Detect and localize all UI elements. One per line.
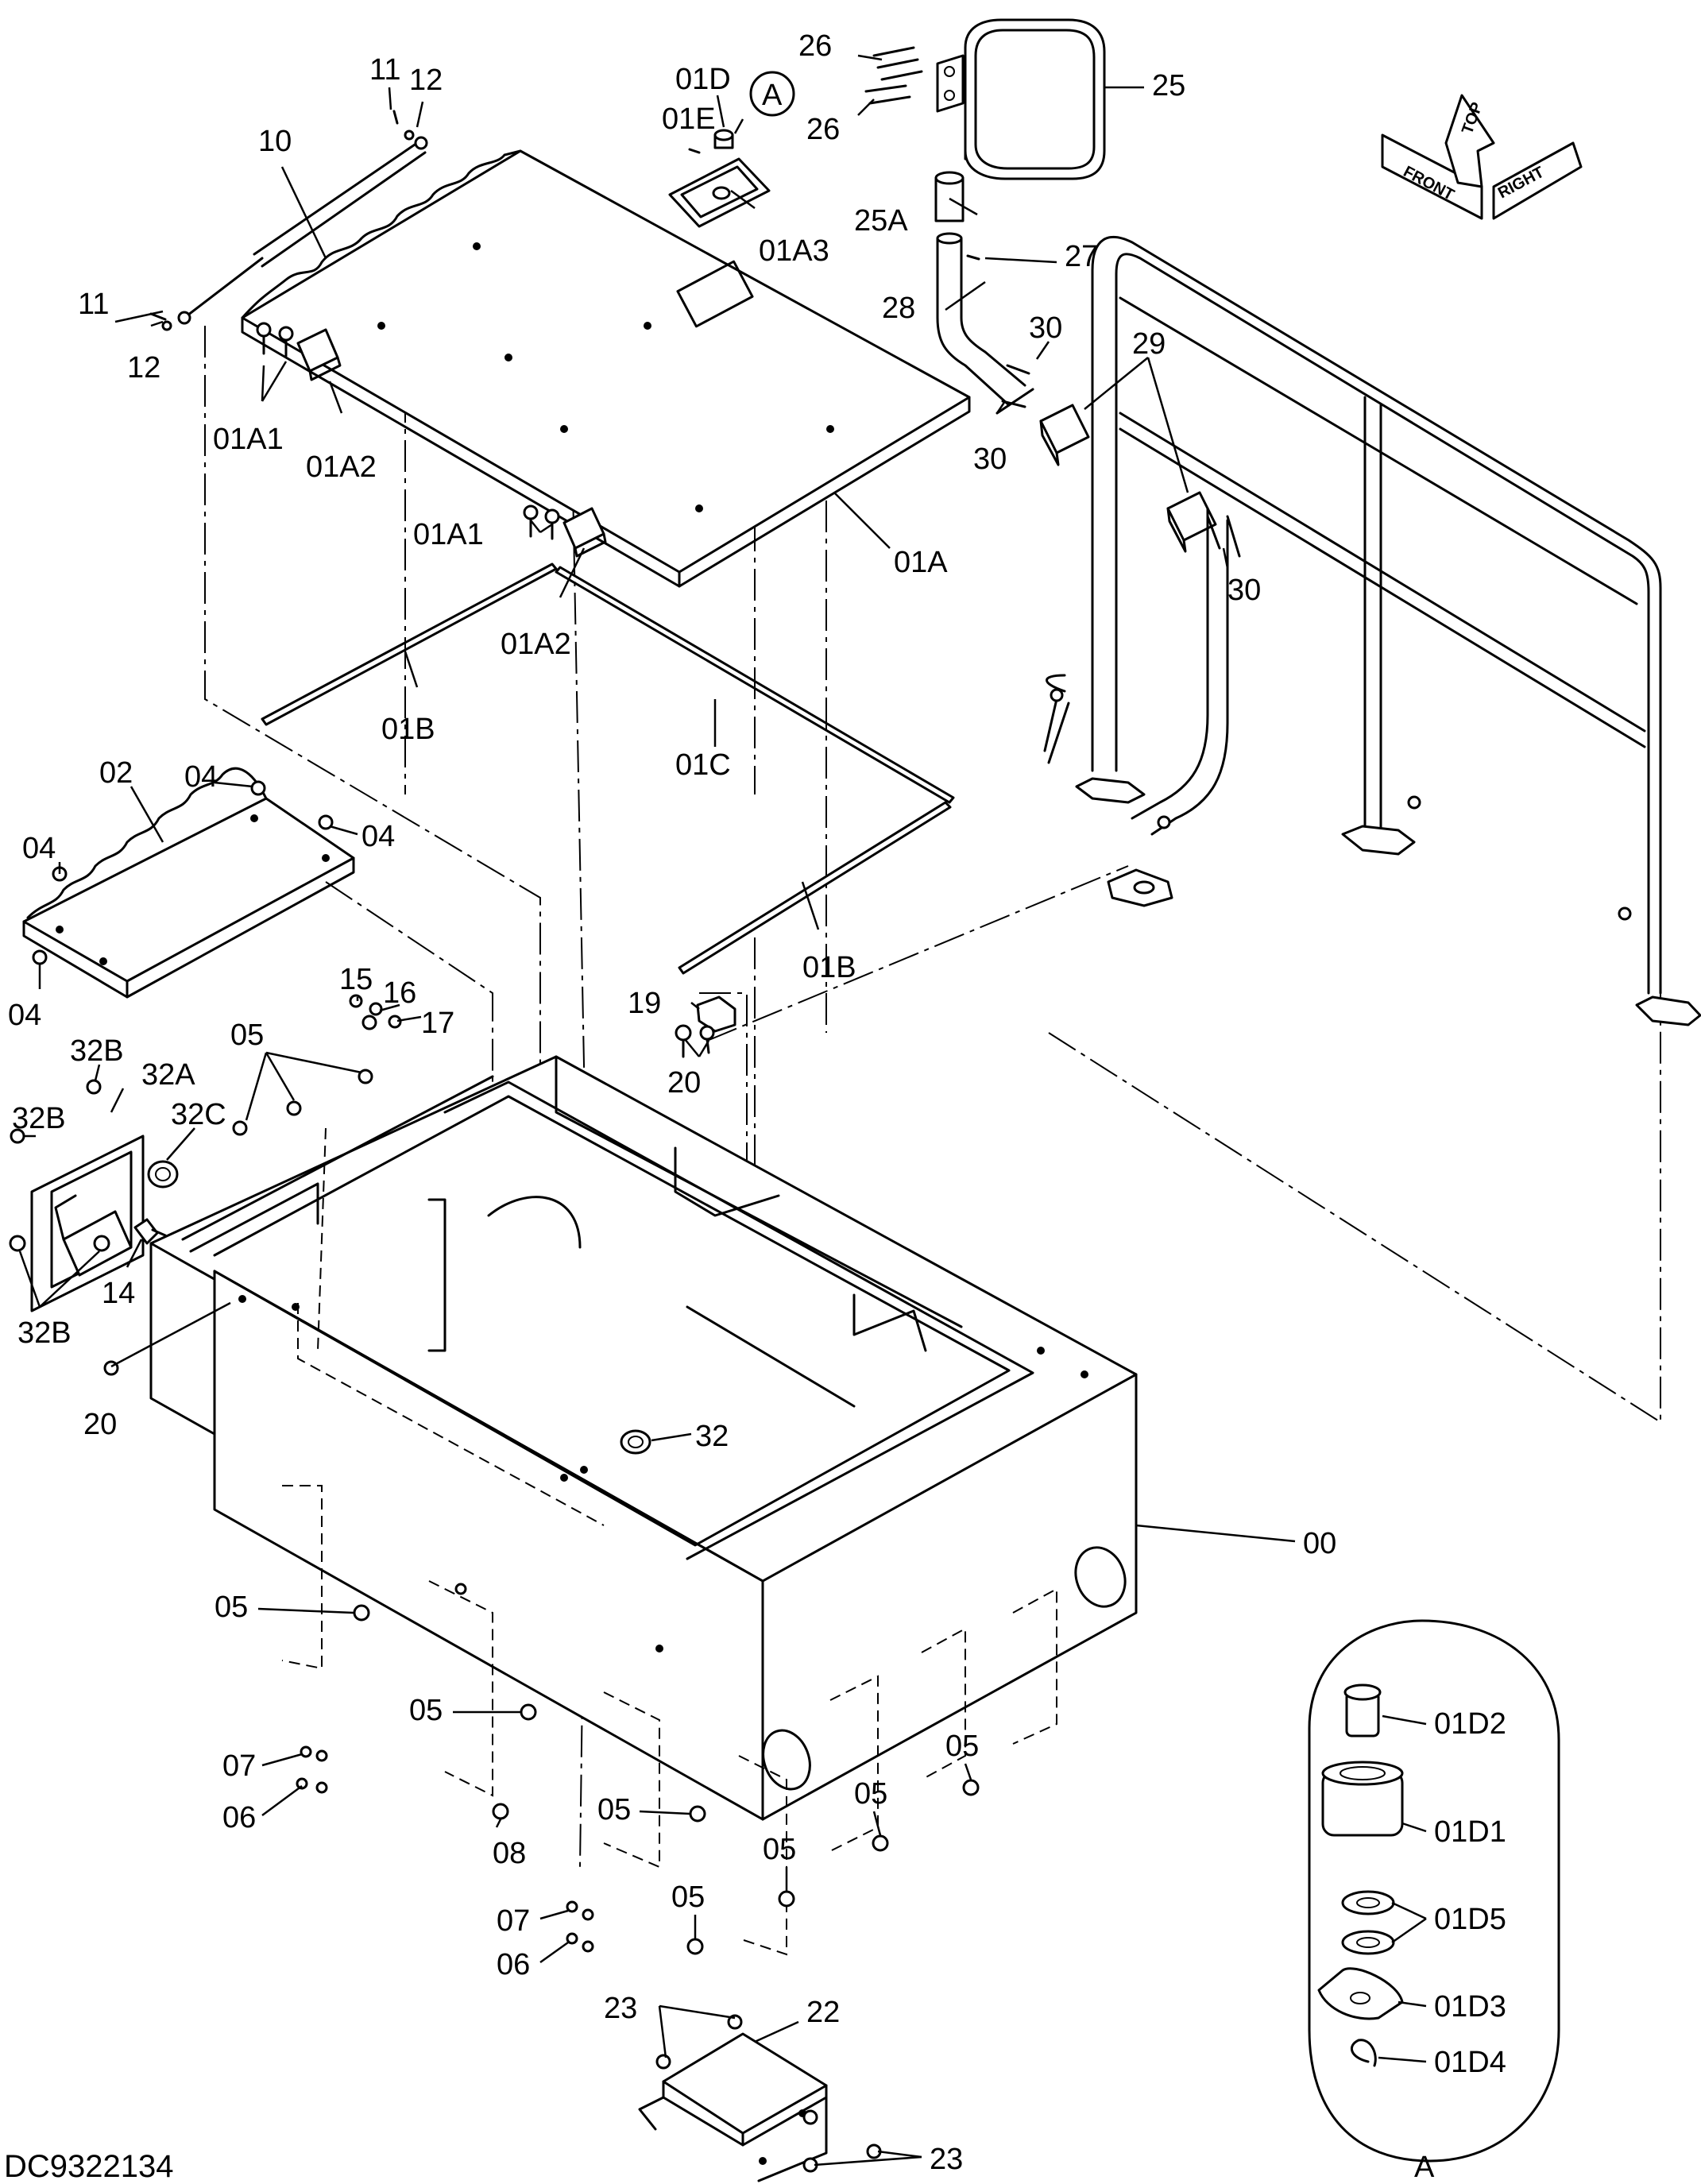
label-05-a: 05 bbox=[215, 1591, 248, 1624]
label-01D: 01D bbox=[675, 63, 731, 96]
leader-lines bbox=[18, 54, 1427, 2167]
label-11-top: 11 bbox=[369, 53, 400, 87]
label-23-bottom: 23 bbox=[930, 2143, 963, 2176]
label-06-a: 06 bbox=[222, 1801, 256, 1834]
mirror-25 bbox=[936, 18, 1106, 180]
handrail bbox=[1043, 235, 1701, 1026]
label-08: 08 bbox=[493, 1837, 526, 1870]
stay-28 bbox=[934, 171, 1034, 415]
label-04-bottom: 04 bbox=[8, 999, 41, 1032]
bolts-26 bbox=[864, 46, 923, 105]
bracket-29 bbox=[1001, 364, 1241, 558]
gas-spring-10 bbox=[149, 110, 428, 331]
label-12-left: 12 bbox=[127, 351, 160, 385]
label-01C: 01C bbox=[675, 748, 731, 782]
label-22: 22 bbox=[806, 1996, 840, 2029]
label-26-top: 26 bbox=[798, 29, 832, 63]
label-01D2: 01D2 bbox=[1434, 1707, 1506, 1741]
detail-callout-circle bbox=[749, 71, 795, 117]
direction-indicator: FRONT RIGHT TOP bbox=[1381, 94, 1583, 220]
label-05-b: 05 bbox=[409, 1694, 443, 1727]
label-01D4: 01D4 bbox=[1434, 2046, 1506, 2079]
label-05-e: 05 bbox=[854, 1777, 887, 1811]
label-15: 15 bbox=[339, 963, 373, 996]
label-14: 14 bbox=[102, 1277, 135, 1310]
detail-A bbox=[1308, 1619, 1560, 2163]
label-32B-bottom: 32B bbox=[17, 1316, 72, 1350]
seal-strips bbox=[261, 562, 955, 975]
label-25A: 25A bbox=[854, 204, 908, 238]
detail-A-caption: A bbox=[1414, 2151, 1435, 2184]
label-04-right: 04 bbox=[361, 820, 395, 853]
label-12-top: 12 bbox=[409, 64, 443, 97]
label-05-f: 05 bbox=[945, 1730, 979, 1763]
label-30-top: 30 bbox=[1029, 311, 1062, 345]
label-01D1: 01D1 bbox=[1434, 1815, 1506, 1849]
label-10: 10 bbox=[258, 125, 292, 158]
label-02: 02 bbox=[99, 756, 133, 790]
label-29: 29 bbox=[1132, 327, 1166, 361]
label-01B-right: 01B bbox=[802, 951, 856, 984]
label-04-left: 04 bbox=[22, 832, 56, 865]
label-30-mid: 30 bbox=[973, 443, 1007, 476]
latch-01A3 bbox=[668, 157, 771, 228]
label-32B-left: 32B bbox=[12, 1102, 66, 1135]
main-frame-00 bbox=[149, 1055, 1138, 1821]
label-20-lower: 20 bbox=[83, 1408, 117, 1441]
label-00: 00 bbox=[1303, 1527, 1336, 1560]
small-cover-02 bbox=[22, 767, 355, 999]
label-07-b: 07 bbox=[497, 1904, 530, 1938]
callout-labels: 11 12 10 11 12 01D A 01E 01A3 26 26 25 2… bbox=[8, 29, 1506, 2184]
bolts bbox=[32, 688, 1632, 2173]
cover-holes bbox=[377, 242, 834, 512]
label-17: 17 bbox=[421, 1007, 454, 1040]
label-32C: 32C bbox=[171, 1098, 226, 1131]
hinge-01A2-left bbox=[256, 322, 342, 381]
hidden-outlines bbox=[281, 1127, 1057, 1956]
label-19: 19 bbox=[628, 987, 661, 1020]
label-20-upper: 20 bbox=[667, 1066, 701, 1100]
label-16: 16 bbox=[383, 976, 416, 1010]
label-04-top: 04 bbox=[184, 760, 218, 794]
label-07-a: 07 bbox=[222, 1749, 256, 1783]
label-32: 32 bbox=[695, 1420, 729, 1453]
drawing-code: DC9322134 bbox=[4, 2149, 174, 2184]
label-32B-top: 32B bbox=[70, 1034, 124, 1068]
bracket-22 bbox=[638, 2032, 828, 2182]
top-cover-plate bbox=[241, 149, 971, 588]
label-05-upper: 05 bbox=[230, 1019, 264, 1052]
label-26-bottom: 26 bbox=[806, 113, 840, 146]
label-25: 25 bbox=[1152, 69, 1185, 102]
label-30-right: 30 bbox=[1227, 574, 1261, 607]
label-28: 28 bbox=[882, 292, 915, 325]
label-05-d: 05 bbox=[763, 1833, 796, 1866]
label-01D5: 01D5 bbox=[1434, 1903, 1506, 1936]
label-01A1-left: 01A1 bbox=[213, 423, 284, 456]
label-32A: 32A bbox=[141, 1058, 195, 1092]
lock-01D bbox=[688, 129, 734, 154]
label-01A1-right: 01A1 bbox=[413, 518, 484, 551]
label-05-g: 05 bbox=[671, 1881, 705, 1914]
label-01A: 01A bbox=[894, 546, 948, 579]
label-11-left: 11 bbox=[78, 288, 109, 321]
label-23-top: 23 bbox=[604, 1992, 637, 2025]
label-01A2-left: 01A2 bbox=[306, 450, 377, 484]
cover-32A bbox=[9, 1079, 179, 1312]
hinge-01A2-right bbox=[523, 504, 607, 558]
label-01A2-right: 01A2 bbox=[501, 628, 571, 661]
label-01D3: 01D3 bbox=[1434, 1990, 1506, 2024]
label-A-callout: A bbox=[762, 79, 783, 112]
label-05-c: 05 bbox=[597, 1793, 631, 1826]
label-01E: 01E bbox=[662, 102, 716, 136]
part-14 bbox=[133, 1218, 167, 1245]
label-27: 27 bbox=[1065, 240, 1098, 273]
label-06-b: 06 bbox=[497, 1948, 530, 1981]
bracket-19 bbox=[675, 995, 736, 1058]
label-01A3: 01A3 bbox=[759, 234, 829, 268]
label-01B-left: 01B bbox=[381, 713, 435, 746]
